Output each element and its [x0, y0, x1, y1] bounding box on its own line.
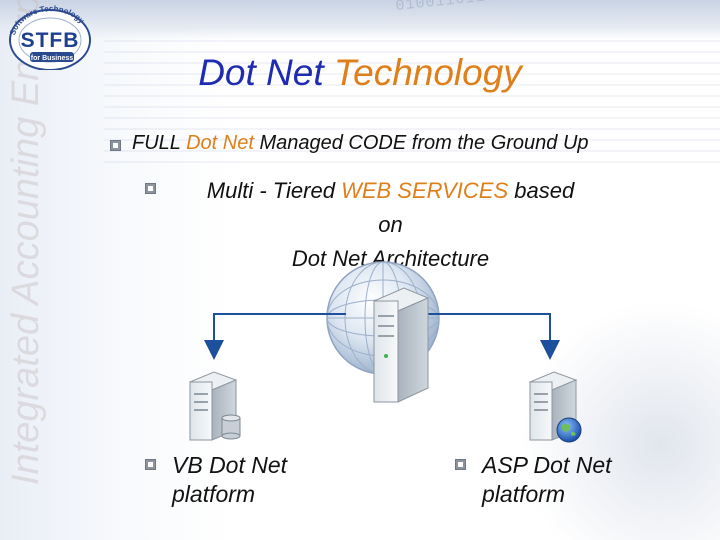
arrow-left	[214, 314, 346, 350]
database-icon	[222, 415, 240, 439]
bullet-icon	[145, 459, 156, 470]
asp-platform-label: ASP Dot Net platform	[482, 451, 612, 509]
asp-platform-line1: ASP Dot Net	[482, 451, 612, 480]
center-server-icon	[374, 288, 428, 402]
vb-platform-line1: VB Dot Net	[172, 451, 287, 480]
vb-platform-label: VB Dot Net platform	[172, 451, 287, 509]
asp-platform-line2: platform	[482, 480, 612, 509]
bullet-icon	[455, 459, 466, 470]
vb-platform-line2: platform	[172, 480, 287, 509]
earth-icon	[557, 418, 581, 442]
